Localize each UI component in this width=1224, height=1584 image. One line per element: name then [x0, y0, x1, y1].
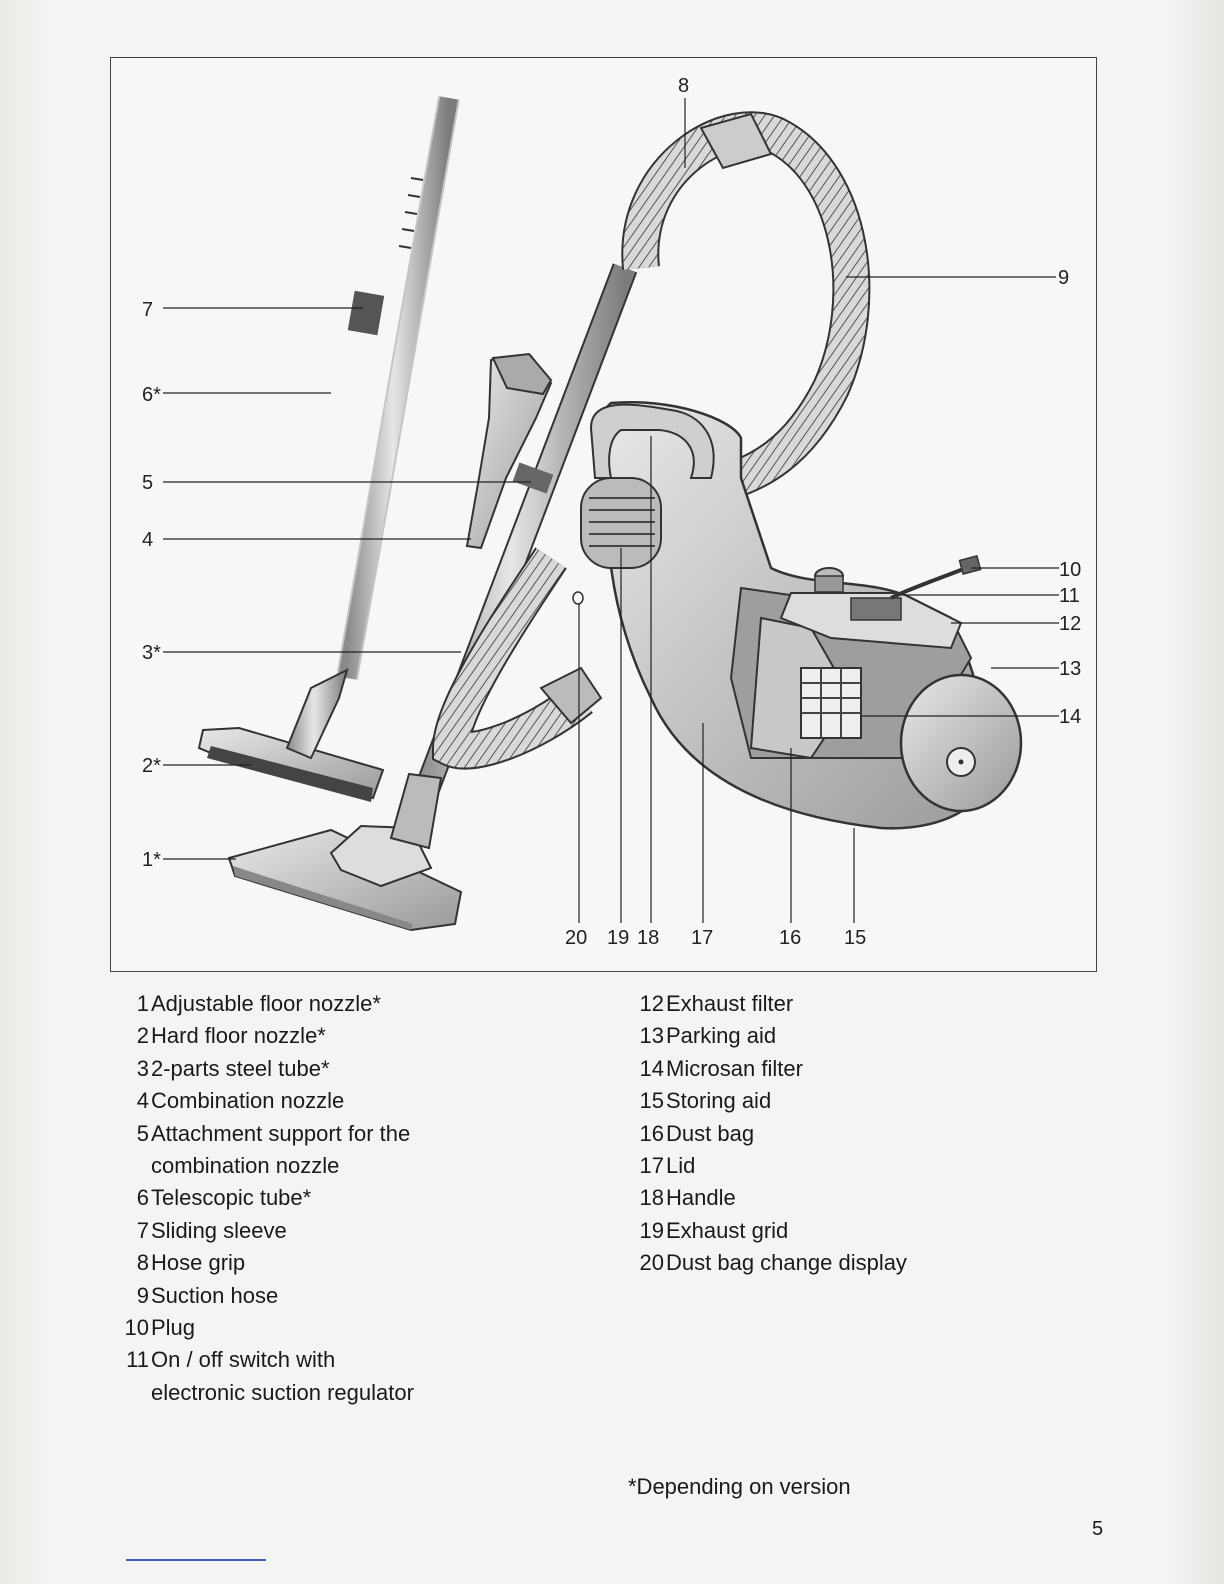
page-number: 5 — [1092, 1518, 1104, 1540]
callout-6: 6* — [142, 384, 161, 406]
link-underline — [126, 1559, 266, 1561]
callout-11: 11 — [1059, 585, 1080, 607]
callout-12: 12 — [1059, 613, 1081, 635]
page-shadow-right — [1164, 0, 1224, 1584]
callout-16: 16 — [779, 927, 801, 949]
version-footnote: *Depending on version — [628, 1474, 851, 1499]
callout-10: 10 — [1059, 559, 1081, 581]
combination-nozzle — [465, 352, 553, 550]
callout-13: 13 — [1059, 658, 1081, 680]
page-shadow-left — [0, 0, 48, 1584]
callout-7: 7 — [142, 299, 153, 321]
callout-2: 2* — [142, 755, 161, 777]
vacuum-cleaner-illustration: 7 6* 5 4 3* 2* 1* 8 9 10 11 12 13 14 20 … — [142, 75, 1081, 949]
telescopic-tube — [336, 96, 460, 680]
callout-8: 8 — [678, 75, 689, 97]
vacuum-body — [572, 401, 1023, 830]
callout-9: 9 — [1058, 267, 1069, 289]
callout-5: 5 — [142, 472, 153, 494]
callout-1: 1* — [142, 849, 161, 871]
hard-floor-nozzle — [197, 668, 385, 802]
callout-3: 3* — [142, 642, 161, 664]
callout-14: 14 — [1059, 706, 1081, 728]
callout-labels: 7 6* 5 4 3* 2* 1* 8 9 10 11 12 13 14 20 … — [142, 75, 1081, 949]
callout-20: 20 — [565, 927, 587, 949]
callout-15: 15 — [844, 927, 866, 949]
leader-lines — [163, 98, 1059, 923]
callout-18: 18 — [637, 927, 659, 949]
callout-4: 4 — [142, 529, 153, 551]
callout-19: 19 — [607, 927, 629, 949]
vacuum-diagram-frame: 7 6* 5 4 3* 2* 1* 8 9 10 11 12 13 14 20 … — [110, 57, 1097, 972]
callout-17: 17 — [691, 927, 713, 949]
